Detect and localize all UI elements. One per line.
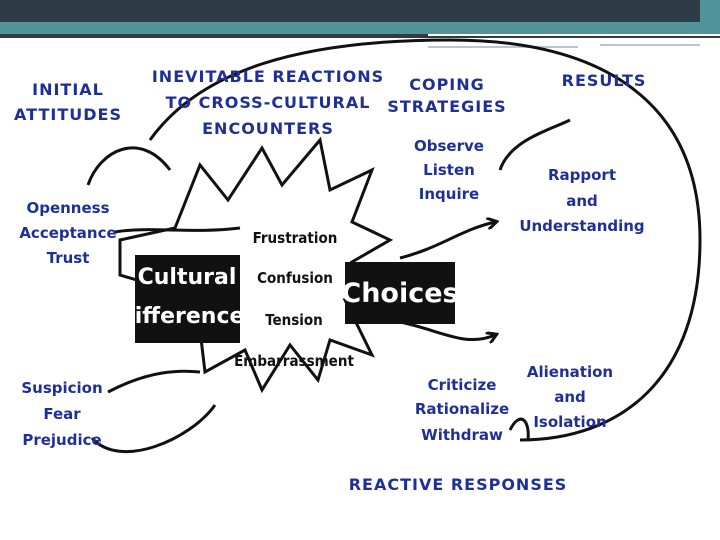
reaction-frustration: Frustration [253,229,338,247]
lower-left-arc [90,404,217,454]
alienation-return-arc [508,417,530,441]
coping-arrow [399,222,495,260]
reactive-withdraw: Withdraw [421,426,503,444]
cultural-box-line-1: Cultural [138,265,237,290]
inevitable-header-1: INEVITABLE REACTIONS [152,67,384,86]
suspicion-arrow [107,369,201,394]
result-isolation: Isolation [533,413,606,431]
openness-arrow [114,226,241,234]
result-and-1: and [566,192,598,210]
header-tab-line [428,38,578,48]
inevitable-header-2: TO CROSS-CULTURAL [166,93,371,112]
attitude-prejudice: Prejudice [22,431,101,449]
coping-header-1: COPING [409,75,485,94]
coping-observe: Observe [414,137,484,155]
results-header: RESULTS [562,71,647,90]
reactive-rationalize: Rationalize [415,400,509,418]
attitude-suspicion: Suspicion [21,379,102,397]
header-accent-corner [700,0,720,34]
header-tab-line-2 [600,38,700,46]
inevitable-header-3: ENCOUNTERS [202,119,334,138]
choices-box [345,262,455,324]
rapport-return-arc [498,118,571,171]
attitude-fear: Fear [43,405,81,423]
coping-listen: Listen [423,161,475,179]
coping-header-2: STRATEGIES [387,97,506,116]
attitude-openness: Openness [26,199,109,217]
cultural-differences-box [135,255,240,343]
coping-inquire: Inquire [419,185,479,203]
feedback-loop-arrow [148,38,702,442]
result-rapport: Rapport [548,166,616,184]
reaction-tension: Tension [265,311,323,329]
slide-header-bar [0,0,720,48]
initial-header-2: ATTITUDES [14,105,122,124]
reactive-criticize: Criticize [428,376,497,394]
result-alienation: Alienation [527,363,613,381]
result-understanding: Understanding [519,217,644,235]
attitude-trust: Trust [47,249,90,267]
initial-header-1: INITIAL [32,80,104,99]
header-divider [428,34,720,36]
attitude-acceptance: Acceptance [19,224,116,242]
reactive-header: REACTIVE RESPONSES [349,475,568,494]
result-and-2: and [554,388,586,406]
reaction-confusion: Confusion [257,269,333,287]
choices-box-label: Choices [341,278,458,309]
cultural-box-line-2: Differences [116,304,257,329]
reactive-arrow [399,320,495,340]
reaction-embarrassment: Embarrassment [234,352,354,370]
header-accent-stripe [0,22,700,34]
top-entry-arc [86,146,172,186]
